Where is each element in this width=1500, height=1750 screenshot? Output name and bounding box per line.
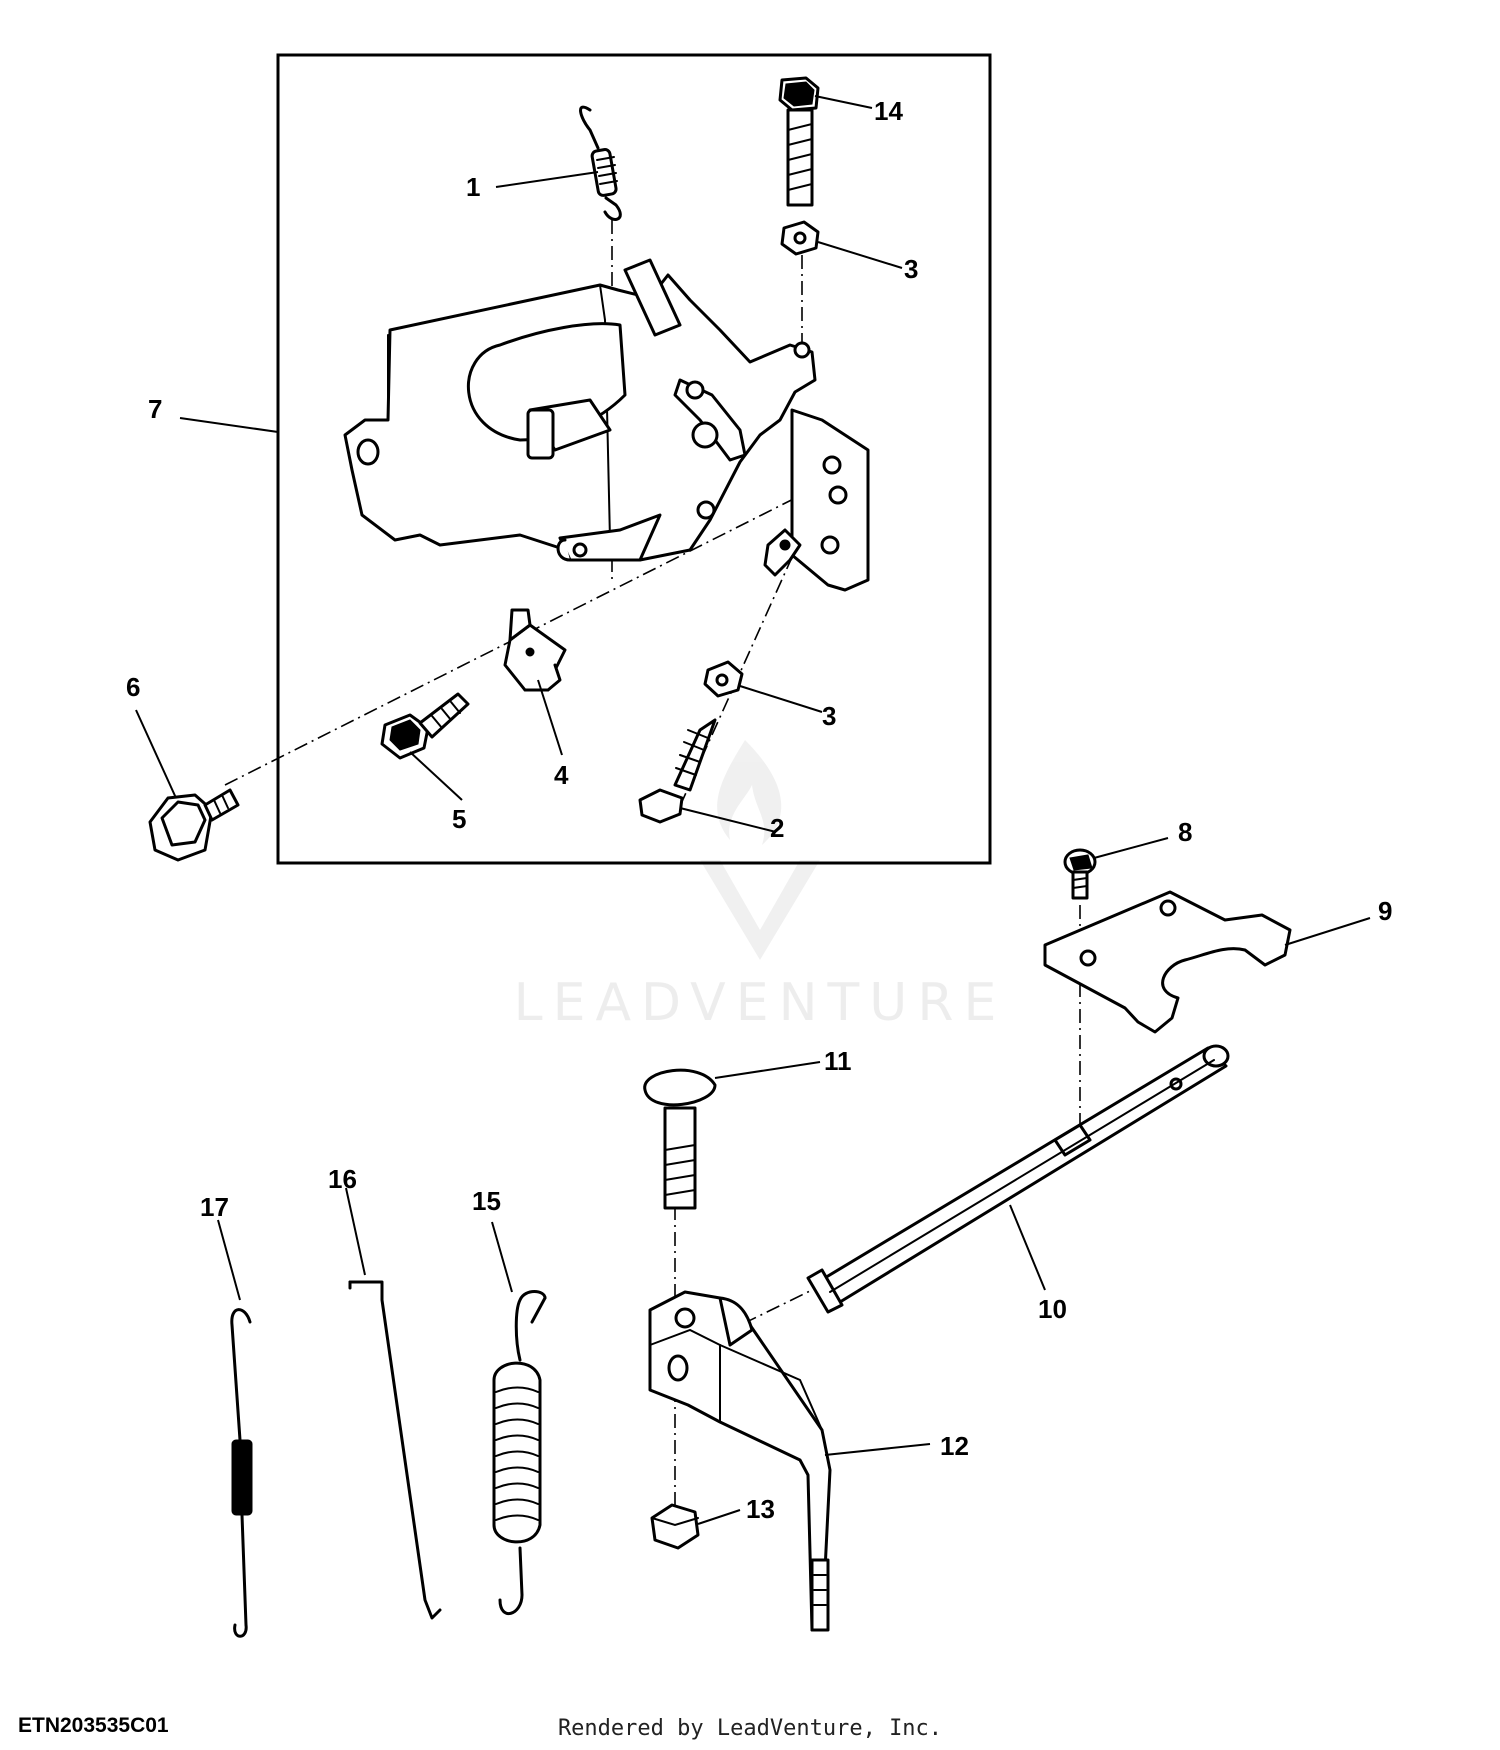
- part-hex-bolt-14: [778, 76, 820, 207]
- callout-3-upper: 3: [904, 254, 918, 284]
- part-lever: [648, 1290, 832, 1632]
- part-spring-small: [579, 105, 622, 221]
- watermark-text: LEADVENTURE: [514, 973, 1007, 1033]
- part-nut-lower: [703, 660, 744, 698]
- watermark-flame-icon: [717, 740, 782, 845]
- part-clip: [503, 608, 567, 692]
- callout-13: 13: [746, 1494, 775, 1524]
- callouts: 1 14 3 7 3 4 5 6 2 8 9 10 11 12 13 15 16…: [126, 96, 1392, 1524]
- render-credit: Rendered by LeadVenture, Inc.: [557, 1716, 943, 1741]
- diagram-id-label: ETN203535C01: [18, 1714, 169, 1737]
- callout-6: 6: [126, 672, 140, 702]
- callout-3-lower: 3: [822, 701, 836, 731]
- part-hex-bolt-2: [638, 718, 717, 824]
- callout-12: 12: [940, 1431, 969, 1461]
- part-rod: [348, 1280, 442, 1620]
- part-bolt-8: [1063, 848, 1097, 900]
- callout-16: 16: [328, 1164, 357, 1194]
- part-plate: [1043, 890, 1292, 1034]
- callout-14: 14: [874, 96, 903, 126]
- watermark: LEADVENTURE: [514, 740, 1007, 1033]
- callout-4: 4: [554, 760, 569, 790]
- callout-15: 15: [472, 1186, 501, 1216]
- leader-lines: [135, 95, 1371, 1525]
- part-hex-bolt-5: [380, 692, 470, 760]
- part-nut-upper: [780, 220, 820, 256]
- callout-8: 8: [1178, 817, 1192, 847]
- part-carriage-bolt: [643, 1068, 717, 1210]
- part-hex-bolt-6: [148, 788, 240, 862]
- callout-1: 1: [466, 172, 480, 202]
- callout-5: 5: [452, 804, 466, 834]
- part-spring-large: [492, 1290, 547, 1616]
- callout-2: 2: [770, 813, 784, 843]
- part-nut-13: [650, 1503, 700, 1550]
- part-control-bracket: [343, 258, 870, 592]
- callout-17: 17: [200, 1192, 229, 1222]
- callout-11: 11: [824, 1046, 852, 1076]
- part-shaft-rod: [806, 1044, 1230, 1314]
- callout-7: 7: [148, 394, 162, 424]
- callout-10: 10: [1038, 1294, 1067, 1324]
- part-spring-thin: [230, 1308, 253, 1638]
- inset-frame: [276, 53, 992, 865]
- callout-9: 9: [1378, 896, 1392, 926]
- watermark-v-icon: [700, 860, 820, 960]
